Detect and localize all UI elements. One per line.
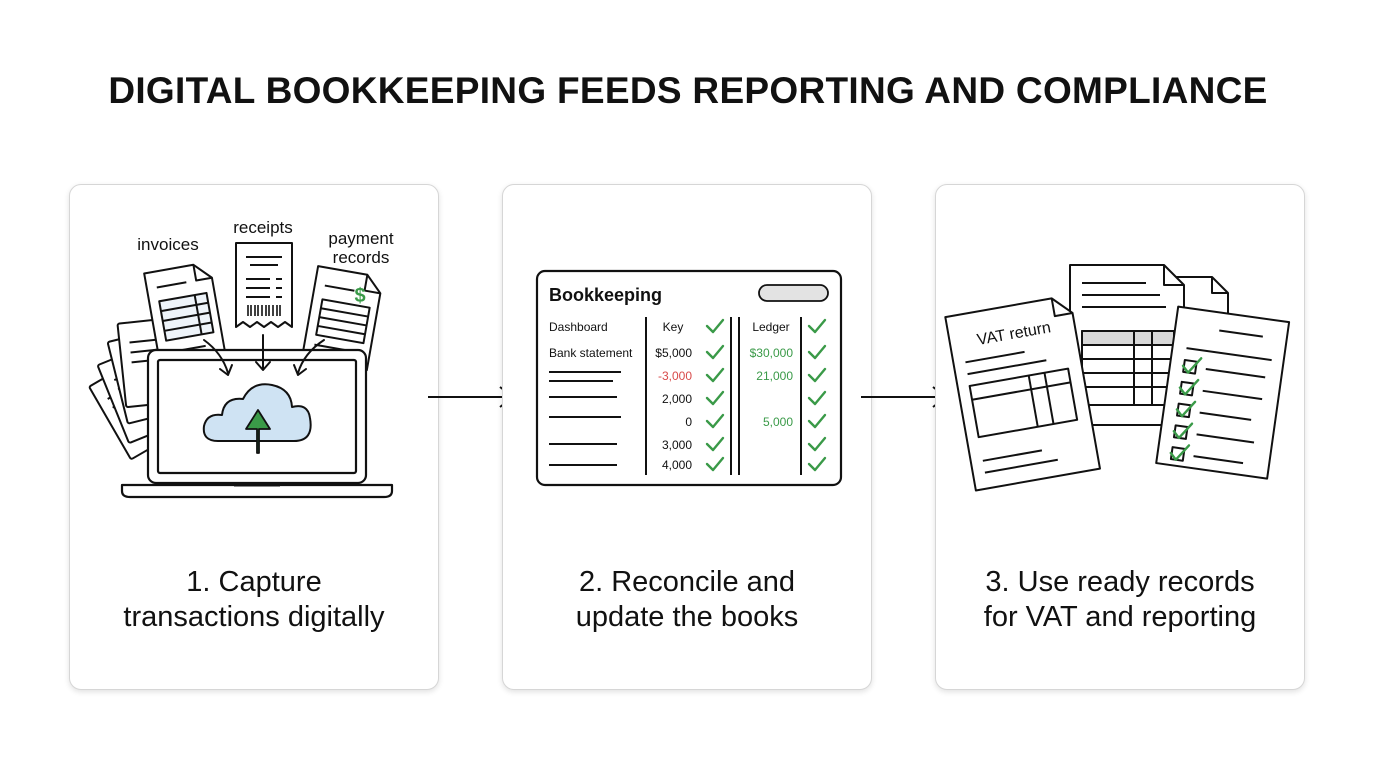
check-icon (705, 367, 725, 383)
row-key-value: -3,000 (658, 369, 692, 383)
header-key: Key (663, 320, 684, 334)
header-dashboard: Dashboard (549, 320, 608, 334)
row-key-value: 4,000 (662, 458, 692, 472)
capture-illustration: invoices receipts payment records $ (88, 218, 394, 499)
check-icon (1181, 357, 1203, 374)
check-icon (1172, 422, 1194, 440)
check-icon (705, 413, 725, 429)
row-key-value: 3,000 (662, 438, 692, 452)
row-key-value: $5,000 (655, 346, 692, 360)
vat-return-document-icon (944, 297, 1101, 492)
header-ledger: Ledger (752, 320, 789, 334)
receipt-icon (235, 242, 293, 328)
check-icon (807, 318, 827, 334)
check-icon (807, 456, 827, 472)
invoice-icon (143, 263, 228, 371)
check-icon (705, 318, 725, 334)
payment-label-line1: payment (328, 229, 393, 248)
row-label-bank-statement: Bank statement (549, 346, 633, 360)
page-title: DIGITAL BOOKKEEPING FEEDS REPORTING AND … (108, 70, 1268, 111)
checklist-icon (1155, 305, 1291, 480)
bookkeeping-window-illustration: Bookkeeping Dashboard Key Ledger Bank st… (535, 269, 843, 487)
barcode-icon (247, 305, 281, 316)
step-2-caption: 2. Reconcile and update the books (503, 565, 871, 635)
check-icon (1178, 378, 1200, 396)
step-1-caption: 1. Capture transactions digitally (70, 565, 438, 635)
check-icon (705, 344, 725, 360)
row-ledger-value: 21,000 (756, 369, 793, 383)
ledger-column-dividers (645, 317, 802, 475)
check-icon (705, 436, 725, 452)
row-key-value: 0 (685, 415, 692, 429)
check-icon (705, 456, 725, 472)
step-3-caption-line1: 3. Use ready records (985, 566, 1255, 598)
step-3-panel: VAT return 3. Use ready records for VAT … (935, 184, 1305, 690)
invoices-label: invoices (137, 235, 198, 254)
check-icon (705, 390, 725, 406)
check-icon (1175, 400, 1197, 418)
reporting-illustration: VAT return (944, 264, 1291, 492)
step-3-caption: 3. Use ready records for VAT and reporti… (936, 565, 1304, 635)
row-ledger-value: $30,000 (750, 346, 794, 360)
receipts-label: receipts (233, 218, 293, 237)
step-1-caption-line1: 1. Capture (186, 566, 322, 598)
bookkeeping-window (535, 269, 843, 487)
step-2-caption-line1: 2. Reconcile and (578, 566, 796, 598)
check-icon (807, 436, 827, 452)
row-ledger-value: 5,000 (763, 415, 793, 429)
dollar-sign-icon: $ (354, 285, 365, 307)
payment-record-icon (300, 265, 382, 372)
step-3-caption-line2: for VAT and reporting (983, 601, 1257, 633)
upload-flow-arrows (203, 334, 325, 376)
row-key-value: 2,000 (662, 392, 692, 406)
step-1-caption-line2: transactions digitally (123, 601, 385, 633)
cloud-upload-icon (202, 383, 312, 454)
check-icon (1169, 444, 1191, 461)
step-2-caption-line2: update the books (575, 601, 799, 633)
check-icon (807, 367, 827, 383)
step-1-panel: invoices receipts payment records $ 1. C… (69, 184, 439, 690)
window-pill-control (758, 284, 829, 302)
step-2-panel: Bookkeeping Dashboard Key Ledger Bank st… (502, 184, 872, 690)
payment-label-line2: records (333, 248, 390, 267)
check-icon (807, 390, 827, 406)
check-icon (807, 344, 827, 360)
check-icon (807, 413, 827, 429)
window-title: Bookkeeping (549, 285, 662, 305)
